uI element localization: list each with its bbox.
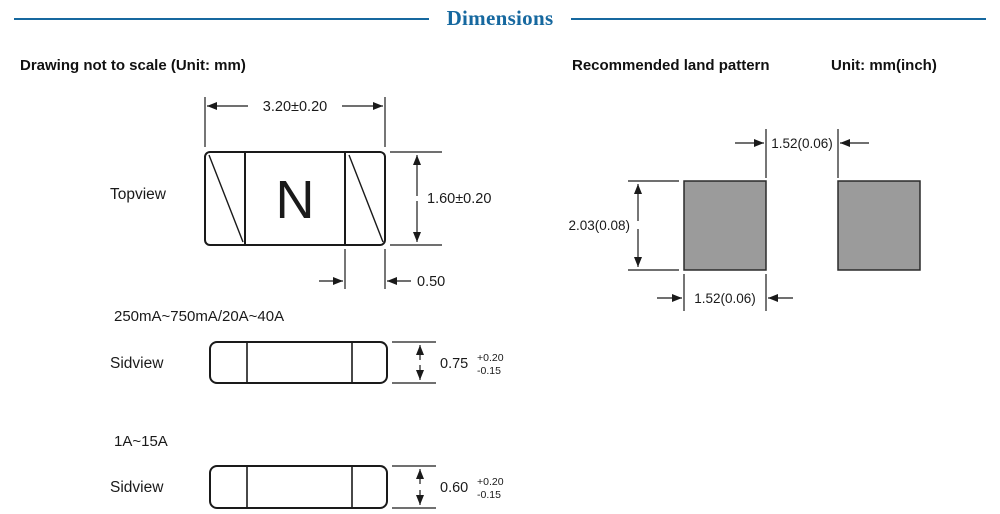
topview-cap-value: 0.50 [417,274,445,290]
sideview1-label: Sidview [110,355,164,372]
land-pattern-heading: Recommended land pattern [572,57,770,74]
land-pattern-unit: Unit: mm(inch) [831,57,937,74]
header-rule-left [14,17,429,20]
fuse-side-body [209,341,388,384]
topview-width-dimension [204,97,386,147]
sideview1-tol-plus: +0.20 [477,352,504,364]
sideview1-fuse-outline [209,341,388,384]
header-rule-right [571,17,987,20]
page-header: Dimensions [0,6,1000,31]
page-title: Dimensions [446,6,554,30]
topview-width-value: 3.20±0.20 [263,99,327,115]
fuse-marking: N [276,170,315,230]
sideview1-height-value: 0.75 [440,356,468,372]
fuse-body [204,151,386,246]
topview-label: Topview [110,186,167,203]
sideview1-range: 250mA~750mA/20A~40A [114,308,284,325]
sideview1-tol-minus: -0.15 [477,365,501,377]
pad-gap-value: 1.52(0.06) [771,136,833,151]
pad-height-dimension [628,180,679,271]
topview-fuse-outline [204,151,386,246]
left-cap-hatch [208,154,244,243]
sideview2-range: 1A~15A [114,433,168,450]
pad-width-value: 1.52(0.06) [694,291,756,306]
topview-cap-dimension [319,249,411,289]
fuse-side-body [209,465,388,509]
sideview2-label: Sidview [110,479,164,496]
sideview2-tol-minus: -0.15 [477,489,501,501]
sideview2-height-value: 0.60 [440,480,468,496]
sideview1-height-dimension [392,341,436,384]
pad-height-value: 2.03(0.08) [568,218,630,233]
left-section-heading: Drawing not to scale (Unit: mm) [20,57,246,74]
sideview2-height-dimension [392,465,436,509]
topview-height-value: 1.60±0.20 [427,191,491,207]
sideview2-tol-plus: +0.20 [477,476,504,488]
pad-width-dimension [657,274,793,311]
sideview2-fuse-outline [209,465,388,509]
topview-height-dimension [390,151,442,246]
right-cap-hatch [348,154,384,243]
land-pad-right [837,180,921,271]
land-pad-left [683,180,767,271]
pad-gap-dimension [735,129,869,178]
land-pattern [683,180,921,271]
